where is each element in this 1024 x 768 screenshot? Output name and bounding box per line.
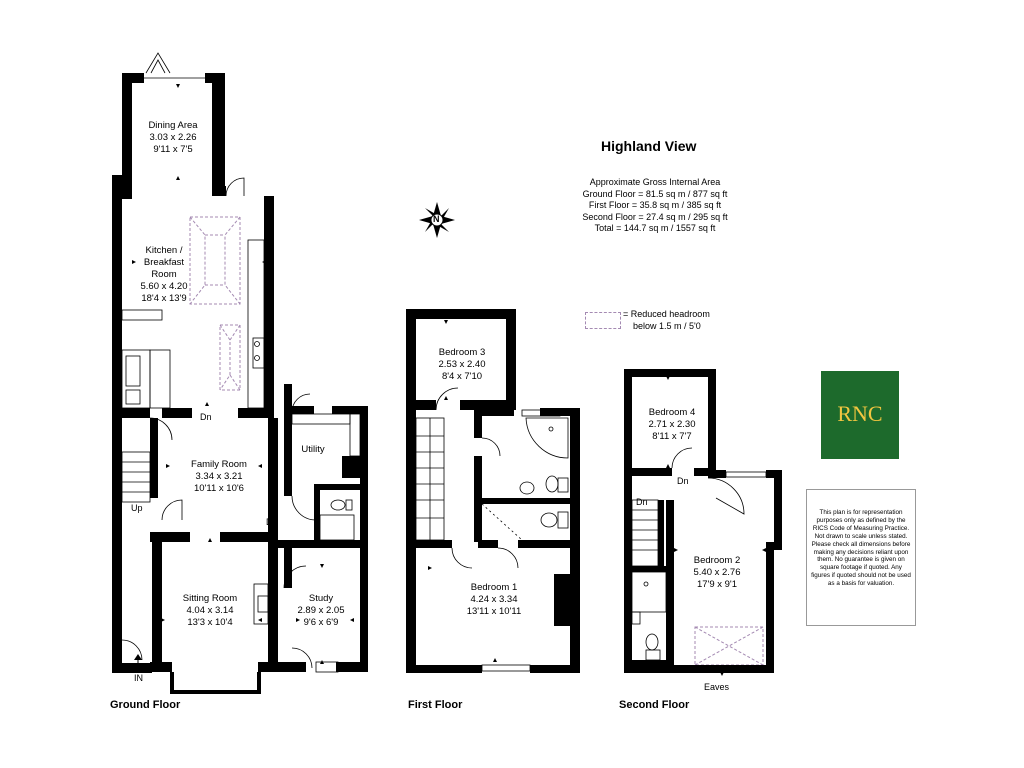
area-first: First Floor = 35.8 sq m / 385 sq ft	[588, 200, 722, 210]
label-dn-second-landing: Dn	[677, 476, 689, 486]
legend-swatch	[585, 312, 621, 329]
room-bedroom-3: Bedroom 3 2.53 x 2.40 8'4 x 7'10	[438, 347, 485, 383]
second-floor-details	[631, 369, 767, 661]
room-name: Room	[151, 269, 177, 280]
room-metric: 4.24 x 3.34	[470, 594, 518, 605]
area-summary: Approximate Gross Internal Area Ground F…	[582, 177, 727, 235]
room-kitchen: Kitchen / Breakfast Room 5.60 x 4.20 18'…	[140, 245, 187, 305]
label-dn-utility: Dn	[266, 517, 278, 527]
room-name: Bedroom 2	[693, 555, 741, 566]
room-metric: 2.71 x 2.30	[648, 419, 696, 430]
area-second: Second Floor = 27.4 sq m / 295 sq ft	[582, 211, 728, 222]
room-bedroom-2: Bedroom 2 5.40 x 2.76 17'9 x 9'1	[693, 555, 740, 591]
label-in: IN	[134, 673, 143, 683]
agency-logo: RNC	[821, 371, 899, 459]
headroom-kitchen-rooflight	[189, 216, 241, 305]
ground-floor-arrows	[132, 84, 354, 664]
room-metric: 5.40 x 2.76	[693, 567, 741, 578]
room-imperial: 13'3 x 10'4	[187, 617, 233, 628]
legend-line-1: = Reduced headroom	[623, 309, 710, 319]
compass-north-label: N	[433, 214, 440, 224]
ground-floor-walls	[112, 73, 368, 694]
room-name: Dining Area	[148, 120, 198, 131]
room-dining-area: Dining Area 3.03 x 2.26 9'11 x 7'5	[148, 120, 197, 156]
room-sitting: Sitting Room 4.04 x 3.14 13'3 x 10'4	[183, 593, 237, 629]
label-dn-kitchen: Dn	[200, 412, 212, 422]
area-ground: Ground Floor = 81.5 sq m / 877 sq ft	[582, 188, 728, 199]
room-bedroom-1: Bedroom 1 4.24 x 3.34 13'11 x 10'11	[467, 582, 522, 618]
room-name: Bedroom 4	[648, 407, 696, 418]
second-floor-walls	[624, 369, 782, 673]
room-study: Study 2.89 x 2.05 9'6 x 6'9	[297, 593, 344, 629]
room-name: Kitchen /	[145, 245, 183, 256]
room-imperial: 13'11 x 10'11	[466, 606, 522, 617]
ground-floor-details	[112, 52, 361, 673]
area-total: Total = 144.7 sq m / 1557 sq ft	[594, 223, 716, 233]
first-floor-label: First Floor	[408, 699, 463, 711]
second-floor-label: Second Floor	[619, 699, 690, 711]
room-imperial: 8'11 x 7'7	[652, 431, 692, 442]
room-metric: 4.04 x 3.14	[186, 605, 234, 616]
room-utility: Utility	[301, 444, 324, 456]
label-eaves: Eaves	[704, 682, 730, 692]
room-imperial: 9'6 x 6'9	[303, 617, 339, 628]
room-imperial: 8'4 x 7'10	[441, 371, 483, 382]
room-name: Bedroom 3	[438, 347, 486, 358]
reduced-headroom-areas	[189, 216, 764, 666]
second-floor-arrows	[666, 376, 766, 676]
room-metric: 2.89 x 2.05	[297, 605, 345, 616]
room-imperial: 9'11 x 7'5	[153, 144, 193, 155]
first-floor-details	[415, 339, 569, 672]
room-imperial: 18'4 x 13'9	[141, 293, 187, 304]
agency-logo-text: RNC	[837, 401, 883, 426]
room-imperial: 10'11 x 10'6	[194, 483, 244, 494]
room-family: Family Room 3.34 x 3.21 10'11 x 10'6	[191, 459, 247, 495]
compass-rose	[419, 202, 455, 238]
room-name: Sitting Room	[182, 593, 238, 604]
ground-floor-label: Ground Floor	[110, 699, 181, 711]
room-metric: 3.34 x 3.21	[195, 471, 243, 482]
room-name: Utility	[301, 444, 325, 455]
room-metric: 5.60 x 4.20	[140, 281, 188, 292]
room-metric: 2.53 x 2.40	[438, 359, 486, 370]
area-heading: Approximate Gross Internal Area	[589, 177, 721, 187]
headroom-kitchen-rooflight-2	[219, 324, 241, 391]
legend-line-2: below 1.5 m / 5'0	[633, 320, 701, 331]
disclaimer-box: This plan is for representation purposes…	[806, 489, 916, 626]
room-bedroom-4: Bedroom 4 2.71 x 2.30 8'11 x 7'7	[648, 407, 695, 443]
room-metric: 3.03 x 2.26	[149, 132, 197, 143]
label-b: B	[348, 463, 355, 473]
first-floor-arrows	[428, 320, 559, 662]
label-dn-second-stair: Dn	[636, 497, 648, 507]
room-name: Study	[308, 593, 334, 604]
room-name: Breakfast	[143, 257, 185, 268]
room-imperial: 17'9 x 9'1	[696, 579, 738, 590]
room-name: Family Room	[191, 459, 247, 470]
property-title: Highland View	[601, 138, 697, 154]
first-floor-walls	[406, 309, 580, 673]
headroom-kitchen-rooflight-hips	[189, 216, 206, 305]
room-name: Bedroom 1	[470, 582, 518, 593]
label-up: Up	[131, 503, 143, 513]
